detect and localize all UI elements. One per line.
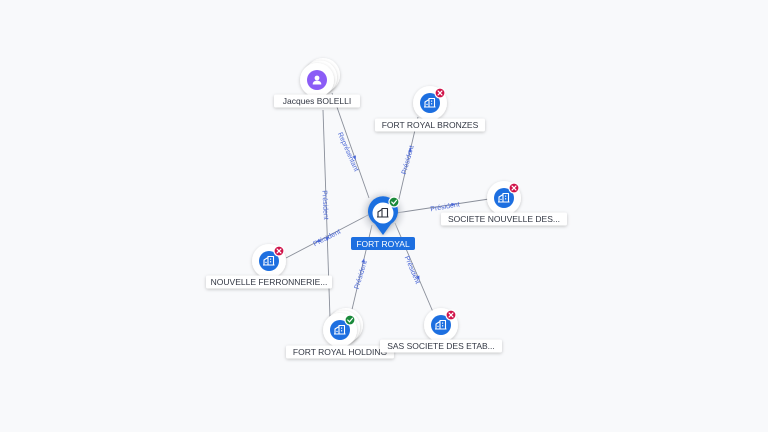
node-icon-bg (420, 93, 440, 113)
node-label-bg (274, 94, 360, 108)
closed-status-cross-icon (273, 245, 285, 257)
edge-label: Président (320, 190, 329, 220)
node-label-bg (380, 339, 502, 353)
graph-node-sas[interactable]: SAS SOCIETE DES ETAB... (380, 308, 502, 353)
graph-node-ferronnerie[interactable]: NOUVELLE FERRONNERIE... (206, 244, 332, 289)
node-icon-bg (431, 315, 451, 335)
node-label-bg (375, 118, 485, 132)
center-node-label: FORT ROYAL (356, 239, 410, 249)
edge-arrow-icon (325, 236, 330, 242)
edge-center-societe_nouvelle[interactable]: Président (395, 198, 490, 214)
person-icon (312, 75, 322, 85)
node-icon-bg (494, 188, 514, 208)
active-status-check-icon (344, 314, 356, 326)
edge-bolelli-center[interactable]: Représentant (331, 92, 370, 199)
edge-arrow-icon (352, 155, 356, 161)
edge-line (331, 92, 370, 199)
node-label: NOUVELLE FERRONNERIE... (211, 277, 328, 287)
closed-status-cross-icon (508, 182, 520, 194)
graph-node-holding[interactable]: FORT ROYAL HOLDING (286, 308, 394, 359)
nodes-layer: FORT ROYAL Jacques BOLELLI FORT ROYAL BRON… (206, 58, 567, 359)
building-icon (424, 97, 436, 108)
node-label: FORT ROYAL HOLDING (293, 347, 387, 357)
node-label: Jacques BOLELLI (283, 96, 352, 106)
edge-arrow-icon (361, 258, 365, 263)
edge-center-sas[interactable]: Président (394, 222, 434, 313)
active-status-check-icon (388, 196, 400, 208)
edge-label: Président (401, 145, 416, 175)
edge-arrow-icon (408, 147, 412, 153)
center-node-inner (372, 202, 394, 224)
node-label-bg (206, 275, 332, 289)
building-icon (498, 192, 510, 203)
graph-node-societe_nouvelle[interactable]: SOCIETE NOUVELLE DES... (441, 181, 567, 226)
edge-arrow-icon (451, 202, 456, 207)
node-icon-bg (330, 320, 350, 340)
graph-node-center[interactable]: FORT ROYAL (351, 193, 415, 250)
building-icon (435, 319, 447, 330)
center-node-label-bg (351, 237, 415, 250)
edge-arrow-icon (315, 238, 321, 243)
node-label-bg (286, 345, 394, 359)
graph-node-bolelli[interactable]: Jacques BOLELLI (274, 58, 360, 108)
node-label: FORT ROYAL BRONZES (382, 120, 479, 130)
closed-status-cross-icon (434, 87, 446, 99)
edge-line (285, 213, 371, 259)
edge-label: Président (354, 260, 369, 290)
edge-label: Président (430, 201, 460, 213)
building-icon (263, 255, 275, 266)
node-label: SAS SOCIETE DES ETAB... (387, 341, 495, 351)
graph-node-bronzes[interactable]: FORT ROYAL BRONZES (375, 86, 485, 132)
edge-label: Président (403, 255, 421, 285)
closed-status-cross-icon (445, 309, 457, 321)
node-label: SOCIETE NOUVELLE DES... (448, 214, 560, 224)
building-icon (377, 207, 389, 218)
edge-arrow-icon (416, 275, 420, 281)
node-label-bg (441, 212, 567, 226)
edge-line (395, 198, 490, 214)
node-icon-bg (259, 251, 279, 271)
building-icon (334, 324, 346, 335)
